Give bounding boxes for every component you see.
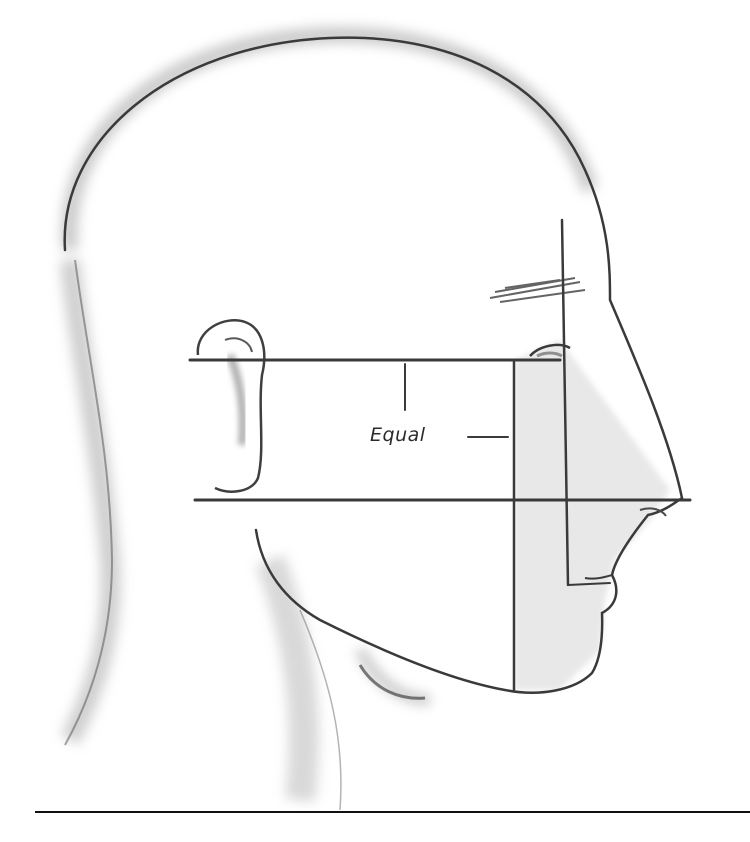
equal-label: Equal (370, 424, 426, 446)
neck-shading (270, 560, 430, 800)
bottom-rule (35, 811, 750, 813)
skull-shading (69, 35, 590, 740)
ear (198, 320, 264, 491)
eyebrow (490, 278, 585, 302)
